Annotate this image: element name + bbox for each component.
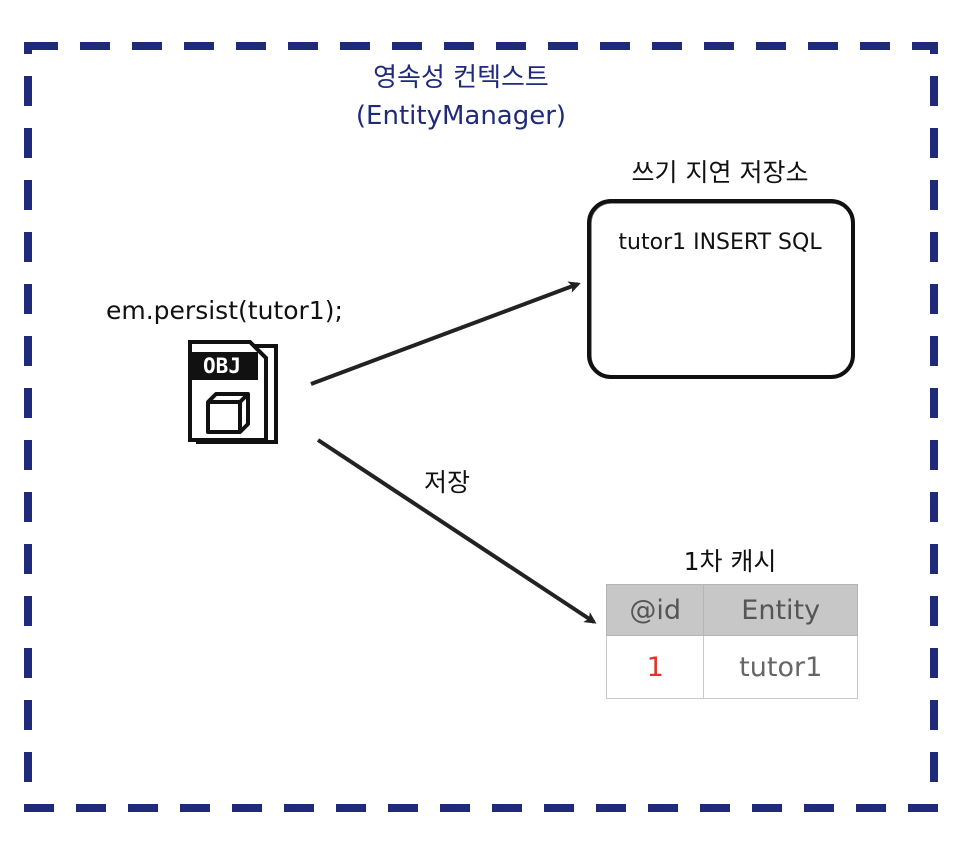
cache-header-row: @id Entity bbox=[605, 584, 858, 636]
table-row: 1 tutor1 bbox=[605, 635, 858, 699]
arrow-to-cache bbox=[316, 438, 597, 624]
persist-call-label: em.persist(tutor1); bbox=[106, 296, 343, 325]
first-level-cache-table: @id Entity 1 tutor1 bbox=[605, 584, 858, 699]
context-subtitle: (EntityManager) bbox=[355, 101, 567, 131]
write-store-box bbox=[587, 199, 855, 379]
write-store-title: 쓰기 지연 저장소 bbox=[631, 158, 809, 187]
save-arrow-label: 저장 bbox=[424, 468, 471, 497]
cache-header-entity: Entity bbox=[703, 584, 858, 636]
cache-cell-entity: tutor1 bbox=[703, 635, 858, 699]
first-level-cache-title: 1차 캐시 bbox=[683, 547, 777, 576]
cache-cell-id: 1 bbox=[605, 635, 705, 699]
cache-header-id: @id bbox=[605, 584, 705, 636]
object-file-icon: OBJ bbox=[188, 340, 278, 444]
arrow-to-write-store bbox=[310, 281, 581, 386]
write-store-sql: tutor1 INSERT SQL bbox=[618, 230, 822, 255]
context-title: 영속성 컨텍스트 bbox=[373, 63, 549, 93]
object-icon-label: OBJ bbox=[203, 354, 241, 378]
write-store-box-sketch bbox=[590, 202, 853, 377]
